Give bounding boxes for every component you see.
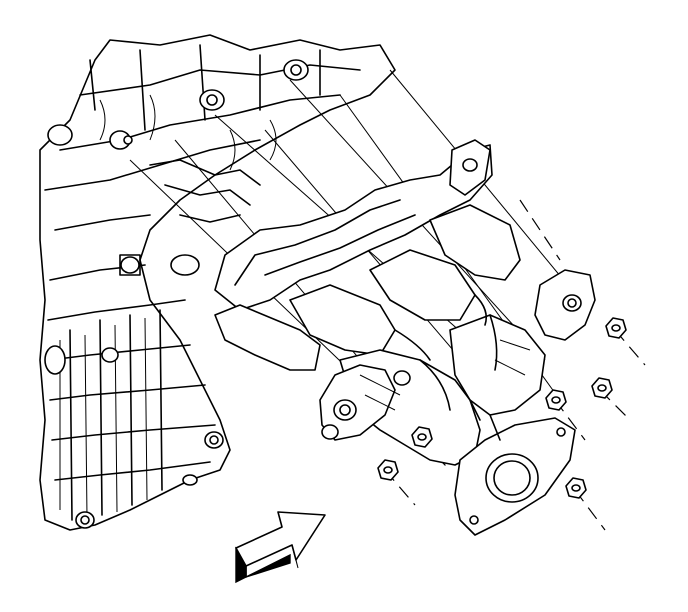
- exhaust-manifold: [214, 139, 596, 536]
- engine-block: [39, 34, 396, 531]
- nut-icon: [605, 317, 627, 339]
- manifold-nuts: [377, 317, 627, 499]
- nut-icon: [377, 459, 399, 481]
- front-direction-arrow-icon: [235, 511, 326, 584]
- nut-icon: [411, 426, 433, 448]
- nut-icon: [545, 389, 567, 411]
- nut-icon: [591, 377, 613, 399]
- nut-icon: [565, 477, 587, 499]
